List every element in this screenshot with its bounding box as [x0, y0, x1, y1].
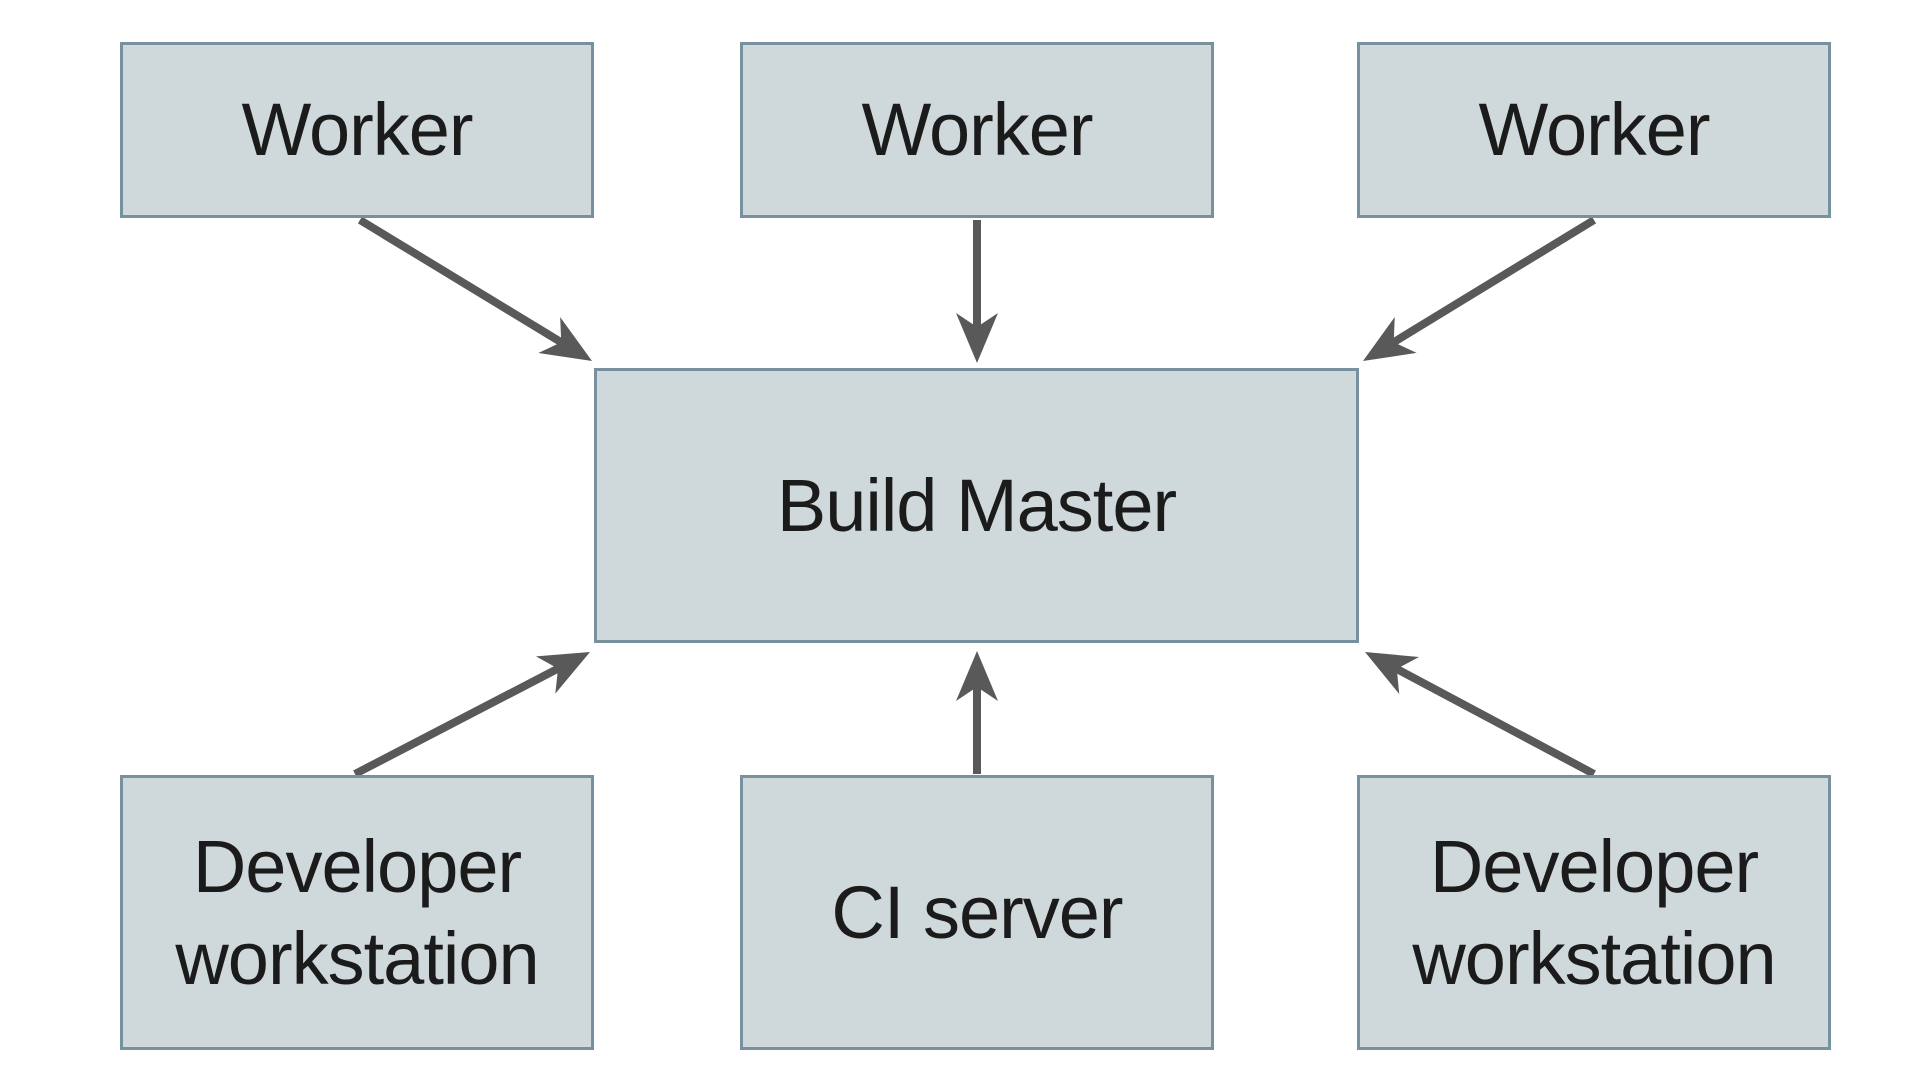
- node-worker-1: Worker: [120, 42, 594, 218]
- node-developer-workstation-left: Developer workstation: [120, 775, 594, 1050]
- node-developer-workstation-left-label: Developer workstation: [175, 824, 539, 1000]
- node-worker-1-label: Worker: [241, 88, 473, 172]
- node-worker-3: Worker: [1357, 42, 1831, 218]
- arrow-worker_1-to-build_master: [357, 216, 592, 361]
- arrow-worker_2-to-build_master: [956, 220, 998, 363]
- node-developer-workstation-right-label: Developer workstation: [1412, 824, 1776, 1000]
- node-ci-server: CI server: [740, 775, 1214, 1050]
- arrow-worker_3-to-build_master: [1363, 216, 1597, 361]
- arrow-dev_workstation_right-to-build_master: [1365, 652, 1596, 778]
- node-worker-3-label: Worker: [1478, 88, 1710, 172]
- node-build-master-label: Build Master: [776, 463, 1177, 547]
- node-worker-2-label: Worker: [861, 88, 1093, 172]
- arrow-ci_server-to-build_master: [956, 651, 998, 774]
- node-build-master: Build Master: [594, 368, 1359, 643]
- node-developer-workstation-right: Developer workstation: [1357, 775, 1831, 1050]
- arrow-dev_workstation_left-to-build_master: [353, 652, 590, 778]
- node-ci-server-label: CI server: [831, 870, 1123, 954]
- node-worker-2: Worker: [740, 42, 1214, 218]
